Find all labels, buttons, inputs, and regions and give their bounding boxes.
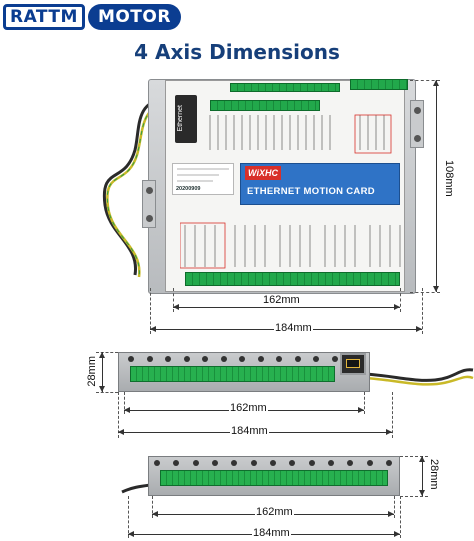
sticker-date: 20200909 <box>176 186 201 192</box>
dimension-162-side1-label: 162mm <box>229 402 268 414</box>
guide-side1-bottom <box>96 392 118 393</box>
brand-text-right: MOTOR <box>97 7 171 27</box>
guide-side1-184-left <box>118 392 119 438</box>
guide-side2-bottom <box>400 496 428 497</box>
dimension-line-28-side2 <box>419 456 425 496</box>
dimension-line-108 <box>433 80 439 292</box>
guide-184-left <box>150 288 151 334</box>
guide-side2-162-right <box>394 496 395 518</box>
dimension-line-28-side1 <box>99 352 105 392</box>
brand-mark: WiXHC <box>245 166 281 180</box>
guide-162-left <box>173 288 174 312</box>
dimension-162-top-label: 162mm <box>262 294 301 306</box>
dimension-162-side2-label: 162mm <box>255 506 294 518</box>
dimension-184-top-label: 184mm <box>274 322 313 334</box>
ethernet-port: Ethernet <box>175 95 197 143</box>
top-io-terminals <box>230 83 340 92</box>
ground-cable-side <box>365 368 474 386</box>
dimension-184-side2-label: 184mm <box>252 527 291 539</box>
guide-side2-184-left <box>128 496 129 538</box>
spindle-terminals <box>350 79 408 90</box>
top-input-terminals <box>210 100 320 111</box>
side-view-holes <box>128 356 338 362</box>
bottom-axis-terminals <box>185 272 400 286</box>
product-sticker: 20200909 <box>172 163 234 195</box>
guide-top-108 <box>410 80 440 81</box>
dimension-108-label: 108mm <box>443 160 455 197</box>
guide-184-right <box>422 288 423 334</box>
bracket-right <box>410 100 424 148</box>
side-view-2-holes <box>154 460 392 466</box>
guide-side2-top <box>400 456 428 457</box>
guide-side1-162-right <box>364 392 365 414</box>
dimension-line-162-top <box>173 304 400 310</box>
brand-logo-left: RATTM <box>3 4 85 30</box>
ethernet-label: Ethernet <box>177 105 184 132</box>
guide-side2-184-right <box>400 496 401 538</box>
ground-cable-top <box>102 98 168 278</box>
sticker-lines <box>177 168 229 182</box>
page-title: 4 Axis Dimensions <box>134 40 340 64</box>
guide-162-right <box>400 288 401 312</box>
brand-logo-right: MOTOR <box>87 4 181 30</box>
pcb-silkscreen <box>209 114 392 154</box>
brand-text-left: RATTM <box>10 7 78 27</box>
guide-bottom-108 <box>410 292 440 293</box>
side-view-ethernet-jack <box>340 353 366 375</box>
dimension-28-side1-label: 28mm <box>86 356 98 387</box>
bracket-left <box>142 180 156 228</box>
pcb-axis-print <box>180 222 401 269</box>
dimension-28-side2-label: 28mm <box>428 459 440 490</box>
dimension-184-side1-label: 184mm <box>230 425 269 437</box>
side-view-2-terminals <box>160 470 388 486</box>
guide-side2-162-left <box>152 496 153 518</box>
card-name: ETHERNET MOTION CARD <box>247 186 375 197</box>
side-view-terminals <box>130 366 335 382</box>
product-label: WiXHC ETHERNET MOTION CARD <box>240 163 400 205</box>
brand-logo: RATTM MOTOR <box>3 3 181 31</box>
guide-side1-184-right <box>392 392 393 438</box>
guide-side1-162-left <box>124 392 125 414</box>
guide-side1-top <box>96 352 118 353</box>
